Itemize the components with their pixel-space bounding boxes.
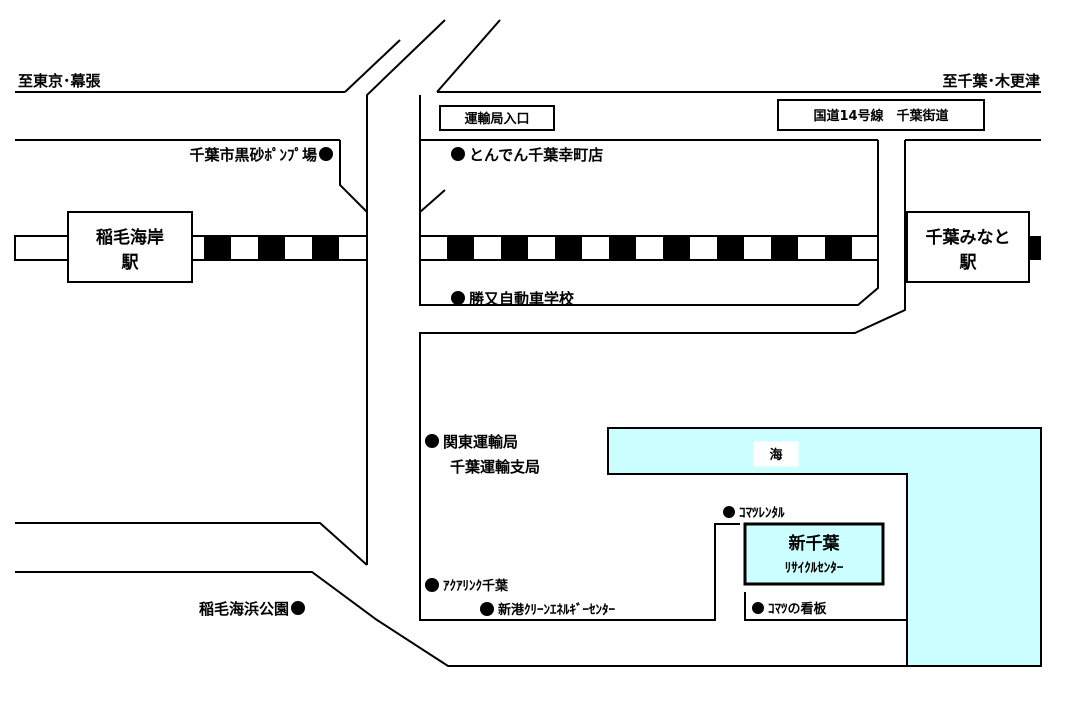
direction-right-label: 至千葉･木更津 (942, 72, 1040, 90)
kanto-bureau-label: 関東運輸局 (443, 433, 518, 451)
pump-station-label: 千葉市黒砂ﾎﾟﾝﾌﾟ場 (189, 146, 317, 164)
landmark-dot (425, 578, 439, 592)
inage-kaigan-station: 稲毛海岸 駅 (67, 211, 193, 283)
landmark-dot (451, 291, 465, 305)
shinko-energy-label: 新港ｸﾘｰﾝｴﾈﾙｷﾞｰｾﾝﾀｰ (498, 602, 616, 618)
route-14-label: 国道14号線 千葉街道 (813, 108, 948, 124)
landmark-driving-school: 勝又自動車学校 (451, 290, 575, 308)
landmark-tonden: とんでん千葉幸町店 (451, 146, 603, 164)
railway-tie (609, 236, 636, 260)
railway-tie (555, 236, 582, 260)
landmark-dot (451, 147, 465, 161)
tonden-label: とんでん千葉幸町店 (469, 146, 603, 164)
komatsu-rental-label: ｺﾏﾂﾚﾝﾀﾙ (739, 506, 785, 521)
landmark-dot (319, 147, 333, 161)
transport-entrance-sign: 運輸局入口 (439, 105, 555, 131)
landmark-komatsu-sign: ｺﾏﾂの看板 (752, 601, 828, 617)
railway-tie (771, 236, 798, 260)
railway-tie (204, 236, 231, 260)
railway-tie (663, 236, 690, 260)
coastal-road (15, 522, 907, 667)
railway-tie (258, 236, 285, 260)
driving-school-label: 勝又自動車学校 (469, 290, 575, 308)
recycling-center-building: 新千葉 ﾘｻｲｸﾙｾﾝﾀｰ (743, 522, 885, 586)
center-name: 新千葉 (789, 533, 841, 554)
landmark-dot (425, 434, 439, 448)
railway-tie (717, 236, 744, 260)
landmark-komatsu-rental: ｺﾏﾂﾚﾝﾀﾙ (723, 506, 785, 521)
route-14-sign: 国道14号線 千葉街道 (777, 99, 985, 131)
landmark-aqualink: ｱｸｱﾘﾝｸ千葉 (425, 578, 509, 594)
railway-tie (825, 236, 852, 260)
center-subtitle: ﾘｻｲｸﾙｾﾝﾀｰ (785, 561, 844, 576)
transport-entrance-label: 運輸局入口 (464, 111, 529, 127)
landmark-dot (752, 602, 764, 614)
inage-park-label: 稲毛海浜公園 (199, 600, 289, 618)
railway-tie (312, 236, 339, 260)
landmark-dot (723, 506, 735, 518)
national-route-14-road (15, 91, 1041, 141)
sea-label-box: 海 (752, 440, 800, 468)
sea-label: 海 (769, 447, 782, 463)
landmark-dot (480, 602, 494, 616)
komatsu-sign-label: ｺﾏﾂの看板 (768, 601, 828, 617)
aqualink-label: ｱｸｱﾘﾝｸ千葉 (443, 578, 509, 594)
direction-left-label: 至東京･幕張 (18, 72, 102, 90)
station-left-name: 稲毛海岸 (96, 227, 164, 248)
chiba-minato-station: 千葉みなと 駅 (906, 211, 1030, 283)
landmark-dot (291, 601, 305, 615)
landmark-inage-park: 稲毛海浜公園 (199, 600, 305, 618)
station-right-name: 千葉みなと (926, 227, 1011, 248)
railway-tie (501, 236, 528, 260)
station-right-suffix: 駅 (959, 253, 978, 273)
landmark-pump-station: 千葉市黒砂ﾎﾟﾝﾌﾟ場 (189, 146, 333, 164)
landmark-shinko-energy: 新港ｸﾘｰﾝｴﾈﾙｷﾞｰｾﾝﾀｰ (480, 602, 616, 618)
chiba-branch-label: 千葉運輸支局 (450, 458, 540, 476)
station-left-suffix: 駅 (121, 253, 140, 273)
railway-tie (447, 236, 474, 260)
landmark-kanto-bureau: 関東運輸局 千葉運輸支局 (425, 433, 540, 476)
